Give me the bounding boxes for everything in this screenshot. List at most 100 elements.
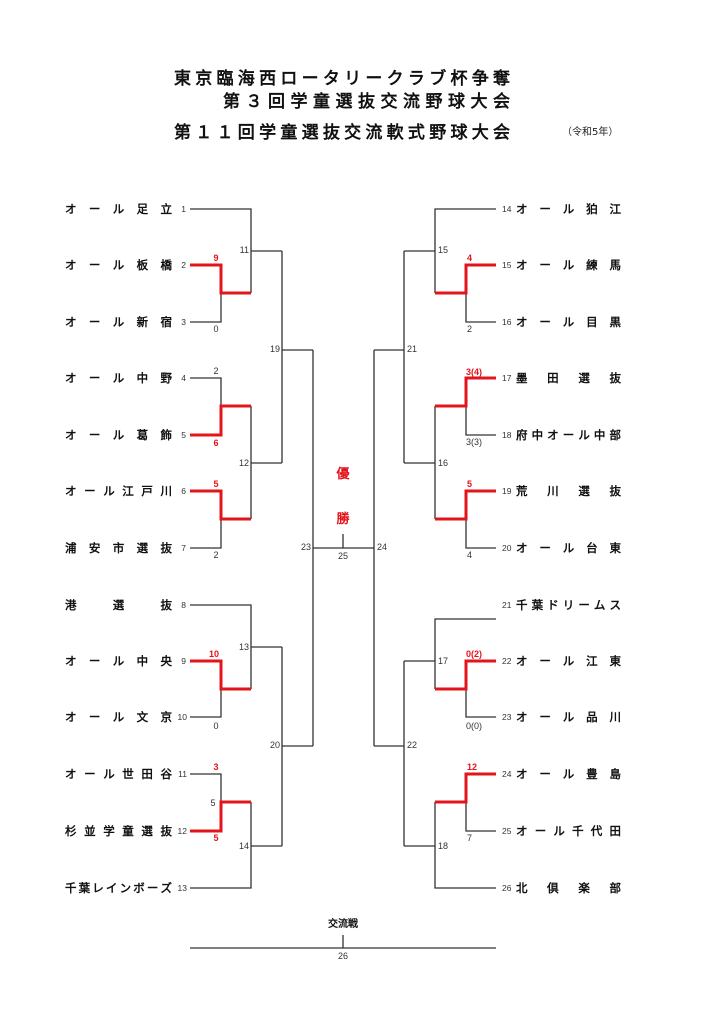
char: 千 <box>516 598 528 612</box>
char: 第 <box>174 123 191 143</box>
char: 港 <box>65 598 77 612</box>
char: ー <box>539 654 551 668</box>
char: ル <box>112 428 125 442</box>
score: 6 <box>213 438 219 448</box>
char: ー <box>84 767 96 781</box>
line-team-18 <box>465 406 496 436</box>
char: ル <box>112 710 125 724</box>
score: 4 <box>467 550 473 560</box>
char: 会 <box>492 123 510 143</box>
match-number-22: 22 <box>407 740 418 750</box>
char: ル <box>553 824 565 838</box>
char: ク <box>386 69 404 89</box>
char: ル <box>112 654 125 668</box>
char: 倶 <box>547 881 559 895</box>
char: ム <box>593 598 606 612</box>
team-name: オール台東 <box>516 540 621 556</box>
char: １ <box>195 123 213 143</box>
team-name: オール千代田 <box>516 823 621 839</box>
team-number: 19 <box>502 486 512 496</box>
char: ３ <box>245 92 263 112</box>
team-number: 22 <box>502 656 512 666</box>
line-team-26 <box>434 802 496 889</box>
char: 浦 <box>65 541 77 555</box>
char: 央 <box>160 654 173 668</box>
char: ル <box>562 710 575 724</box>
score: 9 <box>213 253 219 263</box>
score: 2 <box>213 550 219 560</box>
char: 台 <box>586 541 598 555</box>
team-name: 杉並学童選抜 <box>65 823 172 839</box>
match-number-16: 16 <box>438 458 449 468</box>
team-number: 4 <box>181 373 186 383</box>
char: ル <box>103 767 115 781</box>
score: 0(2) <box>466 649 483 659</box>
char: オ <box>65 710 77 724</box>
char: 回 <box>268 92 285 112</box>
line-team-3 <box>190 293 222 323</box>
char: オ <box>516 202 528 216</box>
char: 足 <box>136 202 149 216</box>
team-name: オール文京 <box>65 709 172 725</box>
score: 10 <box>208 649 219 659</box>
char: 東 <box>609 654 622 668</box>
team-number: 26 <box>502 883 512 893</box>
char: 交 <box>344 123 362 143</box>
char: オ <box>65 767 77 781</box>
team-number: 25 <box>502 826 512 836</box>
win-line-team-5 <box>190 404 251 437</box>
char: 楽 <box>578 881 590 895</box>
team-number: 8 <box>181 600 186 610</box>
char: 田 <box>141 767 153 781</box>
char: ブ <box>429 69 447 89</box>
char: 田 <box>609 824 621 838</box>
char: 杉 <box>65 824 77 838</box>
char: ル <box>112 202 125 216</box>
match-number-15: 15 <box>438 245 449 255</box>
char: 童 <box>313 92 330 112</box>
team-name: オール葛飾 <box>65 427 172 443</box>
char: ー <box>88 710 101 724</box>
char: 大 <box>470 92 488 112</box>
team-name: 港選抜 <box>65 597 172 613</box>
char: ル <box>112 315 125 329</box>
char: オ <box>516 654 528 668</box>
team-name: 北倶楽部 <box>516 880 621 896</box>
char: ル <box>103 484 115 498</box>
char: リ <box>562 598 575 612</box>
char: 抜 <box>609 484 621 498</box>
team-number: 10 <box>177 712 187 722</box>
char: オ <box>516 258 528 272</box>
char: 大 <box>471 123 489 143</box>
line-team-16 <box>465 293 496 323</box>
char: オ <box>65 371 77 385</box>
char: 江 <box>609 202 622 216</box>
char: ー <box>534 824 547 838</box>
char: ー <box>88 428 101 442</box>
char: ー <box>365 69 383 89</box>
char: ー <box>539 258 551 272</box>
score: 0 <box>213 324 219 334</box>
char: 会 <box>493 92 510 112</box>
char: ー <box>539 767 551 781</box>
char: 飾 <box>160 428 173 442</box>
char: 選 <box>301 123 319 143</box>
match-number-25: 25 <box>337 551 348 561</box>
match-number-11: 11 <box>239 245 249 255</box>
team-name: 浦安市選抜 <box>65 540 172 556</box>
team-name: オール板橋 <box>65 257 172 273</box>
line-team-14 <box>434 208 496 293</box>
char: 童 <box>280 123 298 143</box>
score: 0(0) <box>466 721 483 731</box>
char: 葉 <box>78 881 91 895</box>
char: 荒 <box>516 484 528 498</box>
line-team-13 <box>190 802 252 889</box>
char: ー <box>539 710 551 724</box>
char: １ <box>216 123 234 143</box>
char: 代 <box>590 824 603 838</box>
score: 2 <box>467 324 473 334</box>
char: 球 <box>450 123 468 143</box>
team-number: 11 <box>178 769 187 779</box>
team-name: オール江東 <box>516 653 621 669</box>
